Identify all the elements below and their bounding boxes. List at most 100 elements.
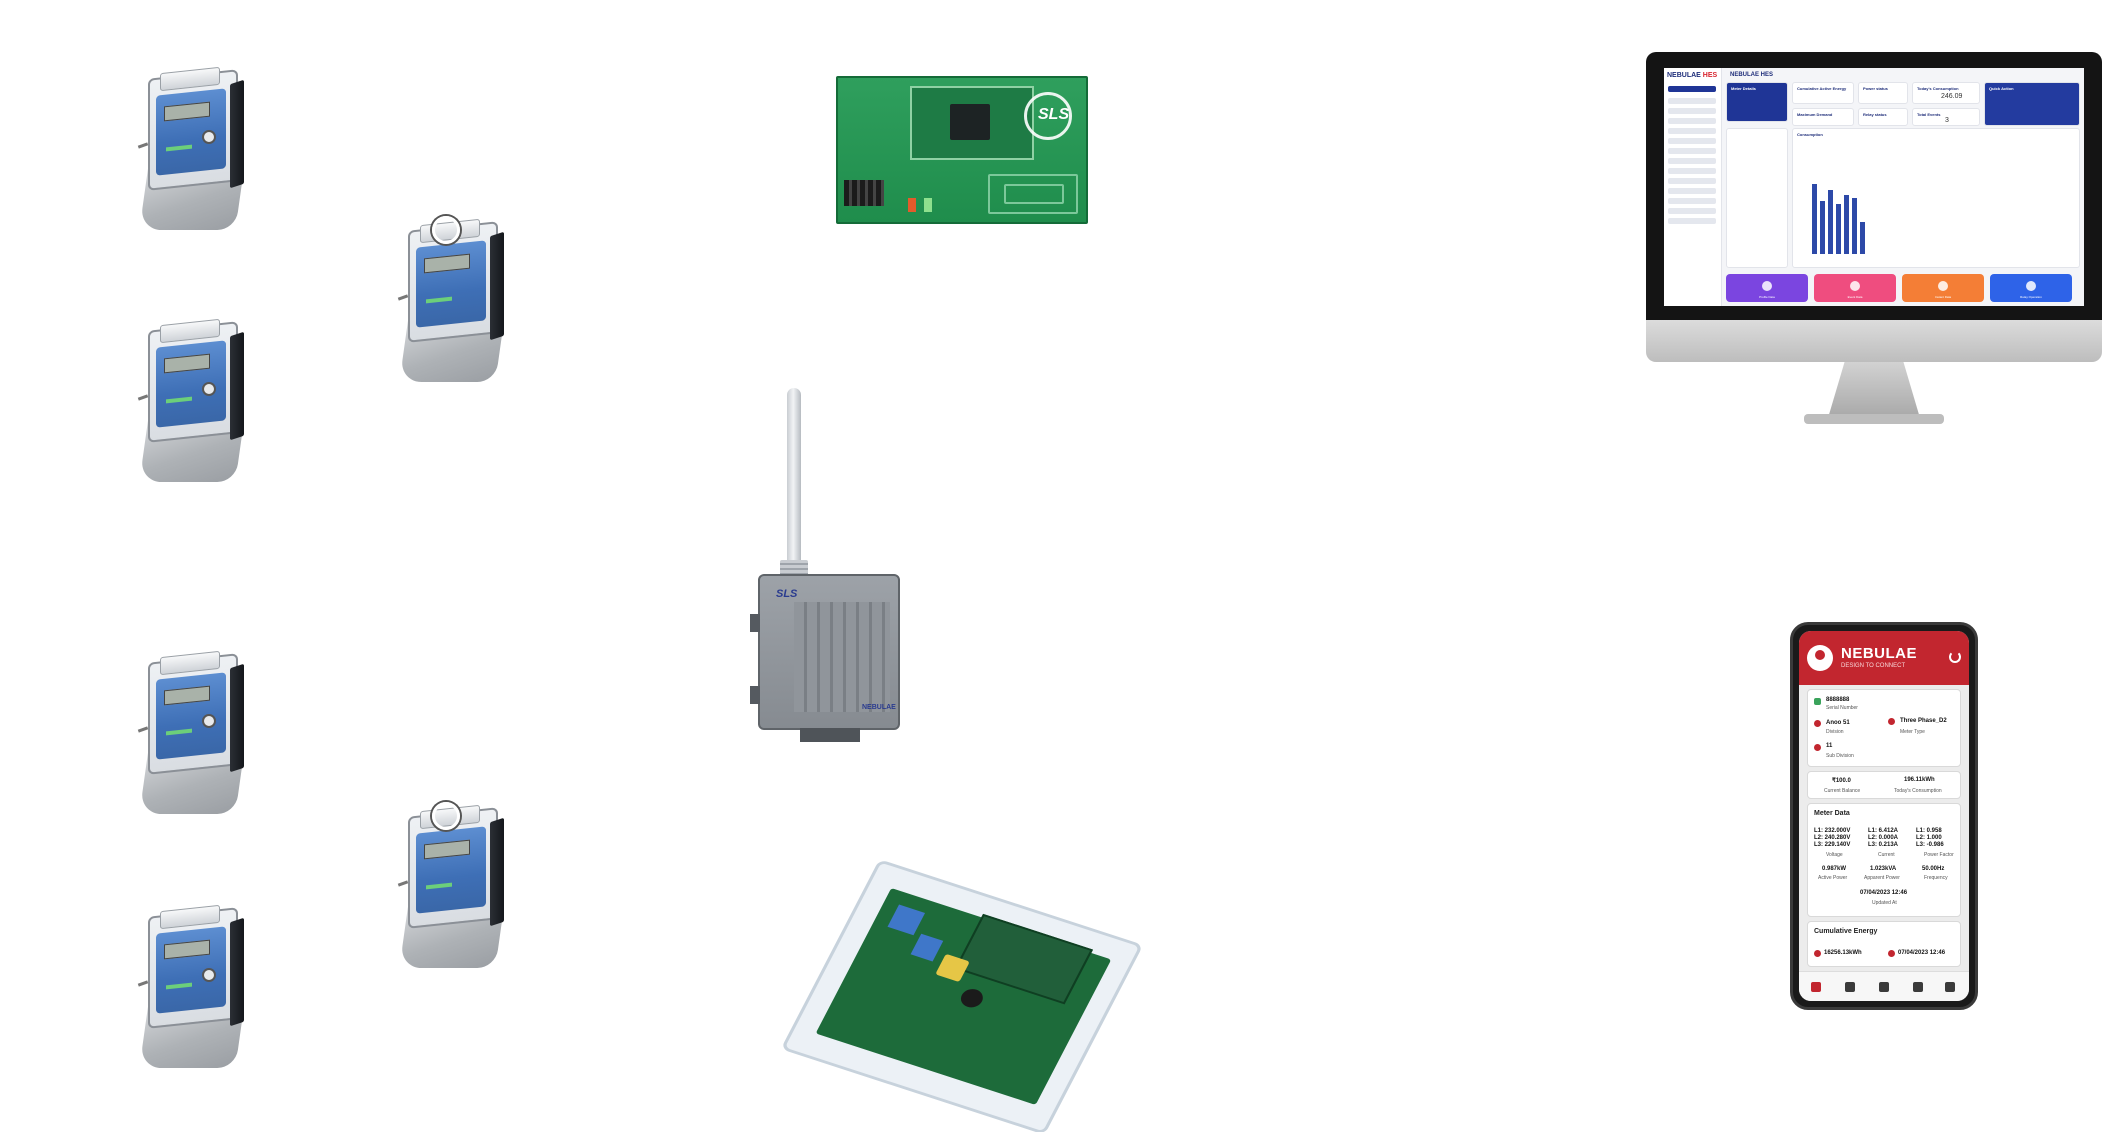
meter-info-card: 8888888 Serial Number Anoo 51 Division T…: [1807, 689, 1961, 767]
nav-item[interactable]: [1668, 158, 1716, 164]
smart-meter-3: [130, 318, 250, 486]
consumption-bar: [1860, 222, 1865, 254]
mounting-lug: [750, 686, 760, 704]
smart-meter-1: [130, 66, 250, 234]
pcb-antenna-trace: [988, 174, 1078, 214]
rf-chip: [950, 104, 990, 140]
smart-meter-5: [390, 802, 510, 972]
nav-item[interactable]: [1668, 128, 1716, 134]
meter-faceplate: [416, 826, 486, 914]
bottom-nav: [1799, 971, 1969, 1001]
meter-data-card: Meter Data L1: 232.000V L2: 240.280V L3:…: [1807, 803, 1961, 917]
monitor-stand: [1828, 362, 1920, 418]
user-icon[interactable]: [1945, 982, 1955, 992]
nav-item[interactable]: [1668, 108, 1716, 114]
power-icon[interactable]: [1949, 651, 1961, 663]
sls-logo-icon: [1024, 92, 1072, 140]
meter-side: [490, 817, 504, 927]
desktop-monitor: NEBULAE HES NEBULAE HES Meter Details Cu…: [1646, 52, 2102, 424]
gateway-brand: NEBULAE: [862, 704, 896, 711]
app-header: NEBULAE DESIGN TO CONNECT: [1799, 631, 1969, 685]
gateway-enclosure: SLS NEBULAE: [750, 574, 900, 730]
smart-meter-6: [130, 904, 250, 1072]
meter-faceplate: [156, 340, 226, 428]
mounting-lug: [750, 614, 760, 632]
settings-icon[interactable]: [1879, 982, 1889, 992]
meter-type-icon: [1888, 718, 1895, 725]
page-title: NEBULAE HES: [1730, 72, 1774, 78]
meter-button: [202, 130, 216, 144]
meter-side: [490, 231, 504, 341]
consumption-bar: [1836, 204, 1841, 254]
serial-icon: [1814, 698, 1821, 705]
hes-brand: NEBULAE HES: [1667, 72, 1718, 79]
gateway-antenna: [787, 388, 801, 582]
nav-item[interactable]: [1668, 138, 1716, 144]
nav-item[interactable]: [1668, 208, 1716, 214]
power-status-card: Power status: [1858, 82, 1908, 104]
nav-item[interactable]: [1668, 198, 1716, 204]
hes-dashboard: NEBULAE HES NEBULAE HES Meter Details Cu…: [1664, 68, 2084, 306]
meter-details-card: Meter Details: [1726, 82, 1788, 122]
action-instant-data[interactable]: Instant Data: [1902, 274, 1984, 302]
nav-item[interactable]: [1668, 168, 1716, 174]
rf-module-board: SLS: [836, 76, 1088, 224]
monitor-chin: [1646, 320, 2102, 362]
meter-side: [230, 331, 244, 441]
status-led-red: [908, 198, 916, 212]
action-icon: [1850, 281, 1860, 291]
meter-seal: [397, 294, 409, 301]
avatar[interactable]: [1807, 645, 1833, 671]
nav-item[interactable]: [1668, 218, 1716, 224]
nav-item[interactable]: [1668, 148, 1716, 154]
clock-icon: [1888, 950, 1895, 957]
quick-action-card: Quick Action: [1984, 82, 2080, 126]
chart-icon[interactable]: [1913, 982, 1923, 992]
meter-readings-card: [1726, 128, 1788, 268]
meter-button: [202, 714, 216, 728]
clear-case-controller: [780, 859, 1144, 1132]
cumulative-energy-card: Cumulative Active Energy: [1792, 82, 1854, 104]
action-relay-operation[interactable]: Relay Operation: [1990, 274, 2072, 302]
rf-logo-text: SLS: [1038, 106, 1070, 123]
meter-faceplate: [156, 672, 226, 760]
hes-sidebar: NEBULAE HES: [1664, 68, 1722, 306]
balance-card: ₹100.0 Current Balance 196.11kWh Today's…: [1807, 771, 1961, 799]
meter-seal: [397, 880, 409, 887]
info-icon[interactable]: [1845, 982, 1855, 992]
nav-item[interactable]: [1668, 118, 1716, 124]
nav-item[interactable]: [1668, 178, 1716, 184]
nav-item[interactable]: [1668, 188, 1716, 194]
meter-seal: [137, 980, 149, 987]
pin-header: [844, 180, 884, 206]
meter-seal: [137, 142, 149, 149]
meter-faceplate: [156, 926, 226, 1014]
meter-button: [432, 802, 460, 830]
action-profile-data[interactable]: Profile Data: [1726, 274, 1808, 302]
pcb-antenna-trace: [1004, 184, 1064, 204]
mobile-app-screen: NEBULAE DESIGN TO CONNECT 8888888 Serial…: [1799, 631, 1969, 1001]
meter-faceplate: [156, 88, 226, 176]
smart-meter-4: [130, 650, 250, 818]
action-event-data[interactable]: Event Data: [1814, 274, 1896, 302]
consumption-bar: [1812, 184, 1817, 254]
nav-item[interactable]: [1668, 98, 1716, 104]
action-icon: [2026, 281, 2036, 291]
app-tagline: DESIGN TO CONNECT: [1841, 663, 1906, 669]
meter-button: [432, 216, 460, 244]
status-led-green: [924, 198, 932, 212]
gateway-mount-bracket: [800, 728, 860, 742]
meter-faceplate: [416, 240, 486, 328]
consumption-bar: [1852, 198, 1857, 254]
monitor-foot: [1804, 414, 1944, 424]
cumulative-energy-card: Cumulative Energy 16256.13kWh 07/04/2023…: [1807, 921, 1961, 967]
nav-item-dashboard[interactable]: [1668, 86, 1716, 92]
sub-division-icon: [1814, 744, 1821, 751]
enclosure-ribs: [794, 602, 890, 712]
home-icon[interactable]: [1811, 982, 1821, 992]
bolt-icon: [1814, 950, 1821, 957]
meter-side: [230, 79, 244, 189]
meter-side: [230, 663, 244, 773]
meter-seal: [137, 394, 149, 401]
action-icon: [1762, 281, 1772, 291]
